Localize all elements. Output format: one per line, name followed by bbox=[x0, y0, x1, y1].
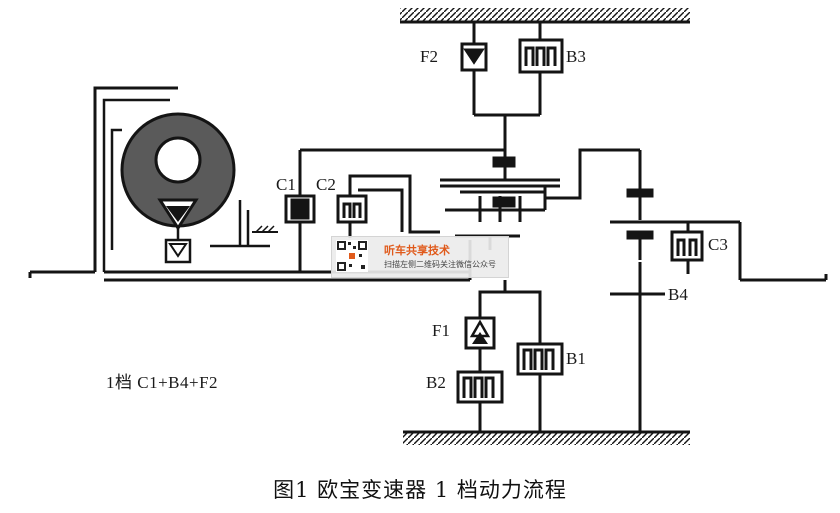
output-shaft bbox=[610, 150, 828, 282]
c3-clutch bbox=[670, 222, 704, 274]
c1-label: C1 bbox=[276, 175, 296, 194]
c3-label: C3 bbox=[708, 235, 728, 254]
figure-caption: 图1 欧宝变速器 1 档动力流程 bbox=[273, 478, 567, 502]
b4-brake bbox=[610, 262, 665, 432]
watermark-overlay: 听车共享技术 扫描左侧二维码关注微信公众号 bbox=[331, 236, 509, 278]
top-ground bbox=[400, 8, 690, 24]
bottom-ground bbox=[403, 430, 690, 445]
c1-clutch bbox=[284, 148, 505, 272]
b4-label: B4 bbox=[668, 285, 688, 304]
f2-freewheel bbox=[460, 22, 488, 115]
qr-code-icon bbox=[336, 240, 368, 272]
torque-converter bbox=[93, 86, 278, 272]
b3-label: B3 bbox=[566, 47, 586, 66]
b1-label: B1 bbox=[566, 349, 586, 368]
watermark-subtitle: 扫描左侧二维码关注微信公众号 bbox=[384, 260, 496, 269]
b3-brake bbox=[474, 22, 564, 152]
f2-label: F2 bbox=[420, 47, 438, 66]
c2-clutch bbox=[336, 174, 440, 238]
f1-label: F1 bbox=[432, 321, 450, 340]
gear-state-label: 1档 C1+B4+F2 bbox=[106, 373, 219, 392]
b2-label: B2 bbox=[426, 373, 446, 392]
lower-brakes bbox=[456, 280, 564, 432]
c2-label: C2 bbox=[316, 175, 336, 194]
watermark-title: 听车共享技术 bbox=[384, 244, 450, 257]
